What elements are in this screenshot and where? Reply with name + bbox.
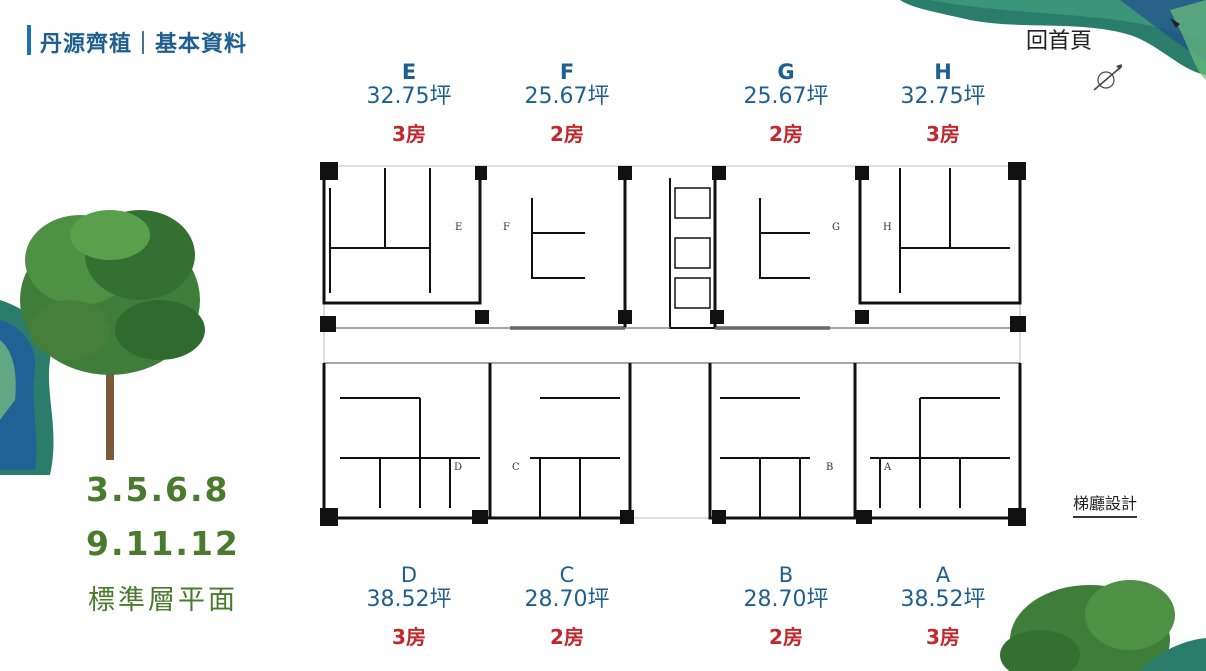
structural-columns [320, 162, 1026, 526]
unit-letter: F [559, 60, 575, 84]
unit-area: 28.70坪 [743, 587, 829, 612]
unit-area: 38.52坪 [366, 587, 452, 612]
bird-icon [1170, 18, 1180, 28]
title-accent-bar [27, 25, 31, 55]
unit-rooms: 3房 [392, 625, 426, 649]
tree-illustration-right [1000, 580, 1206, 671]
unit-letter: H [934, 60, 952, 84]
floor-plan: E F G H D C B A [320, 162, 1026, 526]
compass-icon [1093, 64, 1123, 91]
brush-stroke-top-right [900, 0, 1206, 80]
plan-label-g: G [832, 222, 840, 233]
unit-f-wall [478, 178, 627, 330]
unit-area: 28.70坪 [524, 587, 610, 612]
plan-label-h: H [883, 222, 892, 233]
unit-e-wall [322, 178, 482, 305]
unit-a-wall [853, 363, 1022, 520]
unit-rooms: 3房 [392, 122, 426, 146]
plan-label-b: B [826, 462, 833, 473]
unit-letter: D [400, 563, 418, 587]
home-link[interactable]: 回首頁 [1026, 29, 1093, 54]
plan-label-c: C [512, 462, 520, 473]
plan-label-d: D [454, 462, 462, 473]
unit-letter: A [935, 563, 951, 587]
unit-letter: G [777, 60, 795, 84]
unit-label-c: C 28.70坪 2房 [507, 563, 627, 649]
floor-plan-caption: 標準層平面 [88, 585, 238, 616]
unit-h-wall [858, 178, 1022, 305]
unit-area: 32.75坪 [366, 84, 452, 109]
unit-rooms: 2房 [550, 122, 584, 146]
unit-letter: B [778, 563, 794, 587]
floor-numbers-line2: 9.11.12 [86, 524, 240, 563]
lobby-design-link[interactable]: 梯廳設計 [1073, 490, 1138, 518]
unit-area: 25.67坪 [524, 84, 610, 109]
unit-g-wall [713, 178, 862, 330]
unit-label-b: B 28.70坪 2房 [726, 563, 846, 649]
unit-label-a: A 38.52坪 3房 [883, 563, 1003, 649]
unit-label-f: F 25.67坪 2房 [507, 60, 627, 146]
unit-label-h: H 32.75坪 3房 [883, 60, 1003, 146]
unit-label-g: G 25.67坪 2房 [726, 60, 846, 146]
unit-label-e: E 32.75坪 3房 [349, 60, 469, 146]
unit-d-wall [322, 363, 492, 520]
page-title: 丹源齊稙｜基本資料 [40, 32, 248, 57]
unit-area: 38.52坪 [900, 587, 986, 612]
tree-illustration-left [20, 210, 205, 460]
unit-label-d: D 38.52坪 3房 [349, 563, 469, 649]
plan-label-f: F [503, 222, 510, 233]
unit-rooms: 3房 [926, 625, 960, 649]
plan-label-e: E [455, 222, 462, 233]
plan-label-a: A [883, 462, 892, 473]
unit-c-wall [488, 363, 632, 520]
unit-rooms: 2房 [769, 122, 803, 146]
unit-rooms: 2房 [769, 625, 803, 649]
elevator-core [669, 178, 716, 329]
unit-area: 25.67坪 [743, 84, 829, 109]
unit-area: 32.75坪 [900, 84, 986, 109]
unit-rooms: 3房 [926, 122, 960, 146]
unit-rooms: 2房 [550, 625, 584, 649]
floor-numbers-line1: 3.5.6.8 [86, 470, 230, 509]
unit-letter: E [401, 60, 417, 84]
unit-letter: C [559, 563, 575, 587]
unit-b-wall [708, 363, 857, 520]
